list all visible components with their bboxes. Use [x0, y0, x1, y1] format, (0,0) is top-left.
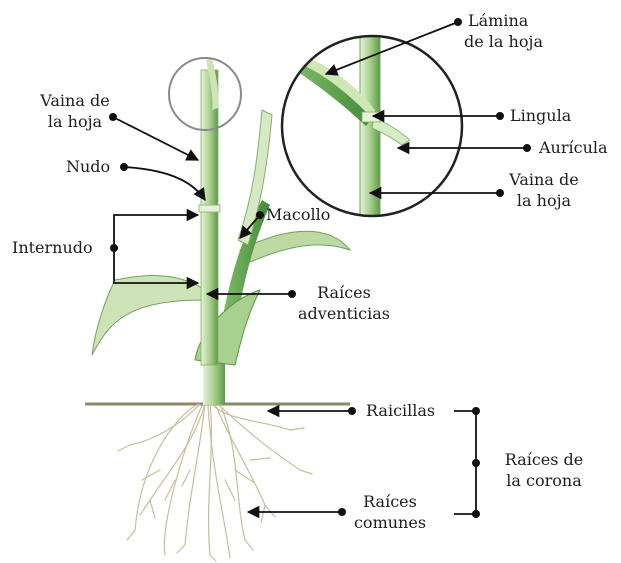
- label-vaina-zoom-line1: Vaina de: [509, 170, 578, 190]
- label-raices-comunes-line2: comunes: [354, 513, 426, 533]
- label-internudo: Internudo: [12, 238, 93, 258]
- magnified-view: [280, 30, 470, 230]
- node-band: [199, 205, 220, 212]
- label-raices-corona-line2: la corona: [506, 471, 581, 491]
- label-raicillas: Raicillas: [366, 401, 435, 421]
- label-raices-corona-line1: Raíces de: [505, 450, 584, 470]
- label-lamina-line2: de la hoja: [464, 32, 543, 52]
- label-vaina-line1: Vaina de: [40, 91, 109, 111]
- label-nudo: Nudo: [66, 157, 110, 177]
- root-system: [118, 404, 312, 561]
- left-drooping-leaf: [92, 276, 205, 355]
- label-raices-comunes-line1: Raíces: [363, 492, 417, 512]
- label-vaina-zoom-line2: la hoja: [517, 191, 571, 211]
- label-raices-adventicias-line2: adventicias: [298, 304, 390, 324]
- label-macollo: Macollo: [266, 205, 330, 225]
- label-auricula: Aurícula: [539, 138, 608, 158]
- label-lamina-line1: Lámina: [468, 11, 528, 31]
- label-vaina-line2: la hoja: [48, 112, 102, 132]
- label-lingula: Lingula: [510, 106, 571, 126]
- label-raices-adventicias-line1: Raíces: [317, 283, 371, 303]
- main-stem: [201, 70, 218, 365]
- zoom-ligule: [362, 112, 380, 122]
